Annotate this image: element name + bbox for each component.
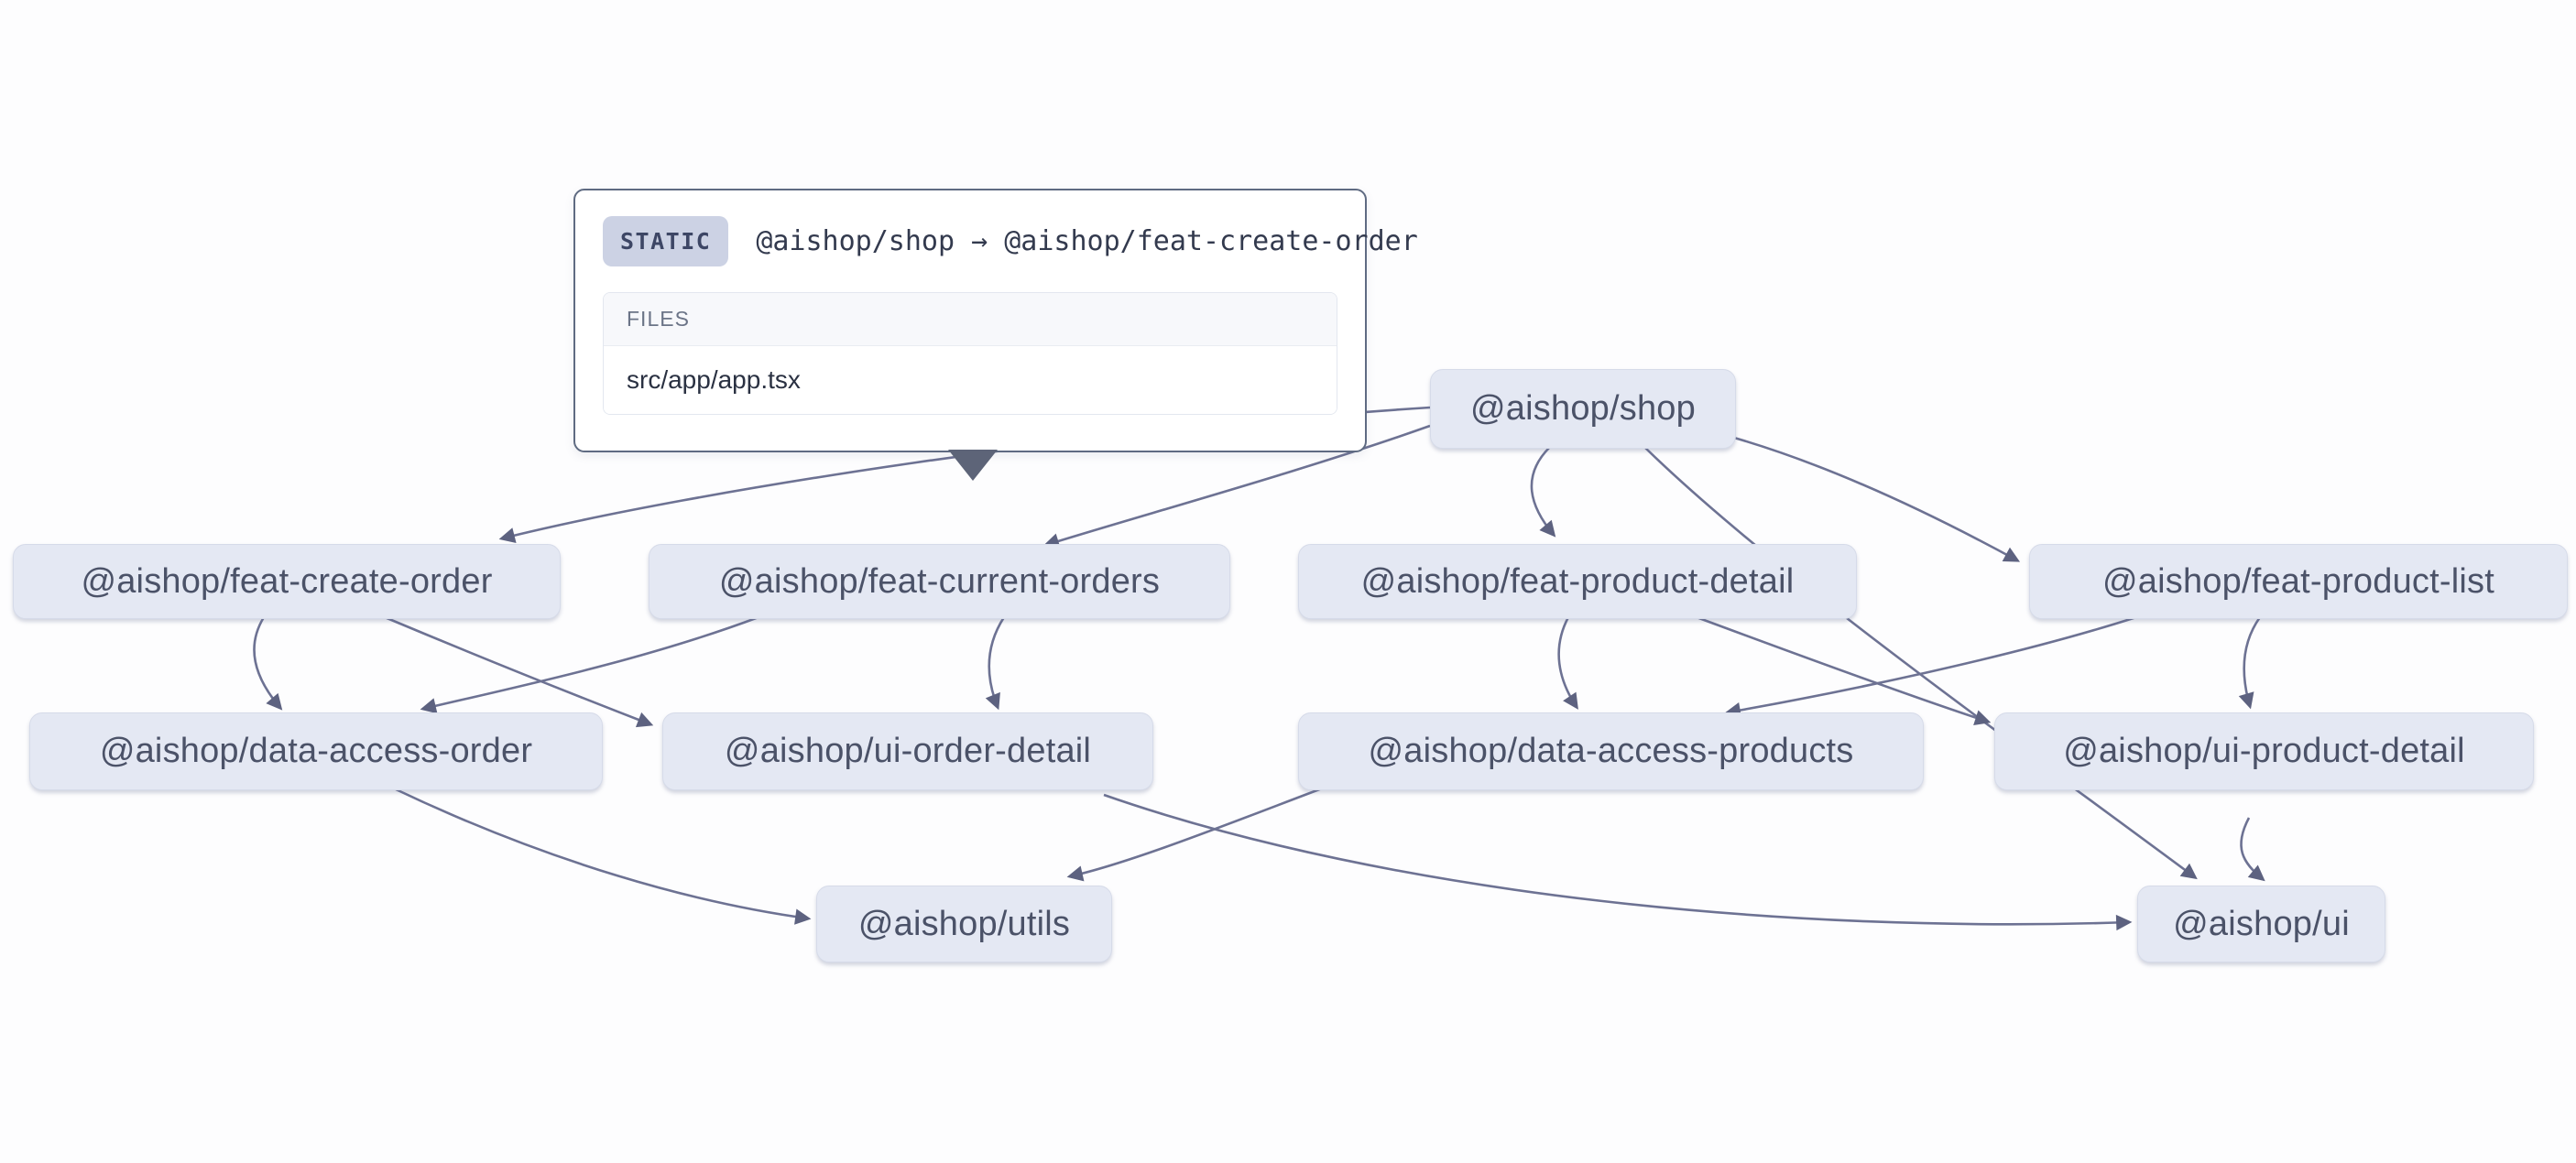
edge-feat-create-order-to-data-access-order[interactable] bbox=[253, 616, 283, 711]
edge-feat-create-order-to-ui-order-detail[interactable] bbox=[384, 615, 654, 728]
edge-files-box: FILES src/app/app.tsx bbox=[603, 292, 1337, 415]
edge-feat-product-detail-to-ui-product-detail[interactable] bbox=[1696, 615, 1992, 725]
edge-files-header: FILES bbox=[604, 293, 1337, 346]
node-aishop-data-access-products[interactable]: @aishop/data-access-products bbox=[1298, 712, 1924, 790]
edge-type-badge: STATIC bbox=[603, 216, 729, 266]
edge-tooltip-header: STATIC @aishop/shop → @aishop/feat-creat… bbox=[603, 216, 1418, 266]
edge-data-access-order-to-utils[interactable] bbox=[393, 787, 812, 925]
node-aishop-utils[interactable]: @aishop/utils bbox=[816, 886, 1112, 962]
node-aishop-shop[interactable]: @aishop/shop bbox=[1430, 369, 1736, 449]
edge-relation-text: @aishop/shop → @aishop/feat-create-order bbox=[756, 225, 1418, 257]
edge-file-path: src/app/app.tsx bbox=[604, 346, 1337, 414]
edge-shop-to-ui[interactable] bbox=[1643, 446, 2198, 880]
node-aishop-data-access-order[interactable]: @aishop/data-access-order bbox=[29, 712, 603, 790]
tooltip-caret-icon bbox=[948, 450, 998, 481]
node-aishop-feat-create-order[interactable]: @aishop/feat-create-order bbox=[13, 544, 561, 619]
edge-data-access-products-to-utils[interactable] bbox=[1066, 787, 1323, 882]
node-aishop-ui-order-detail[interactable]: @aishop/ui-order-detail bbox=[662, 712, 1153, 790]
edge-feat-current-orders-to-ui-order-detail[interactable] bbox=[985, 616, 1006, 711]
node-aishop-ui[interactable]: @aishop/ui bbox=[2137, 886, 2385, 962]
node-aishop-feat-current-orders[interactable]: @aishop/feat-current-orders bbox=[649, 544, 1230, 619]
edge-feat-product-list-to-ui-product-detail[interactable] bbox=[2238, 616, 2262, 710]
edge-shop-to-feat-current-orders[interactable] bbox=[1042, 424, 1431, 549]
node-aishop-feat-product-detail[interactable]: @aishop/feat-product-detail bbox=[1298, 544, 1857, 619]
node-aishop-feat-product-list[interactable]: @aishop/feat-product-list bbox=[2029, 544, 2568, 619]
edge-shop-to-feat-product-list[interactable] bbox=[1733, 436, 2021, 562]
edge-ui-product-detail-to-ui[interactable] bbox=[2240, 817, 2265, 882]
node-aishop-ui-product-detail[interactable]: @aishop/ui-product-detail bbox=[1994, 712, 2534, 790]
edge-feat-current-orders-to-data-access-order[interactable] bbox=[420, 615, 759, 714]
edge-feat-product-detail-to-data-access-products[interactable] bbox=[1557, 616, 1578, 710]
edge-feat-product-list-to-data-access-products[interactable] bbox=[1724, 615, 2137, 719]
edge-shop-to-feat-product-detail[interactable] bbox=[1530, 446, 1556, 538]
edge-tooltip: STATIC @aishop/shop → @aishop/feat-creat… bbox=[573, 189, 1418, 481]
edge-ui-order-detail-to-ui[interactable] bbox=[1103, 793, 2133, 931]
